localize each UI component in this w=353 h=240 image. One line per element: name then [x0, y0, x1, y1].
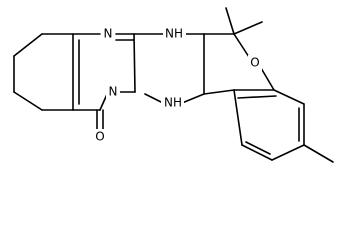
molecule-drawing: N NH N NH O O	[13, 7, 334, 163]
bond	[273, 89, 305, 105]
bond	[237, 95, 277, 99]
bond-layer	[13, 7, 334, 163]
atom-label-o-pyran: O	[250, 56, 259, 70]
bond	[144, 93, 164, 104]
atom-label-background	[93, 129, 107, 145]
bond	[245, 141, 271, 155]
atom-label-n-bottom-left: N	[109, 85, 118, 99]
bond	[233, 21, 263, 35]
atom-label-background	[106, 84, 120, 100]
atom-label-o-carbonyl: O	[95, 130, 104, 144]
bond	[133, 33, 136, 93]
bond	[203, 89, 235, 95]
atom-label-background	[163, 25, 186, 41]
atom-label-nh-bottom: NH	[164, 96, 182, 110]
atom-label-nh-top: NH	[165, 27, 183, 41]
chemical-structure-canvas: N NH N NH O O	[13, 7, 334, 163]
bond	[225, 7, 235, 35]
bond	[303, 144, 334, 163]
atom-label-background	[101, 25, 115, 41]
atom-label-background	[161, 95, 184, 111]
bond	[13, 91, 43, 111]
atom-label-background	[248, 55, 262, 71]
bond	[181, 93, 205, 104]
bond	[271, 144, 305, 161]
bond	[241, 144, 273, 161]
bond	[233, 89, 243, 146]
atom-label-n-top-left: N	[104, 27, 113, 41]
bond	[233, 33, 250, 58]
bond	[13, 33, 43, 57]
bond	[260, 67, 275, 91]
